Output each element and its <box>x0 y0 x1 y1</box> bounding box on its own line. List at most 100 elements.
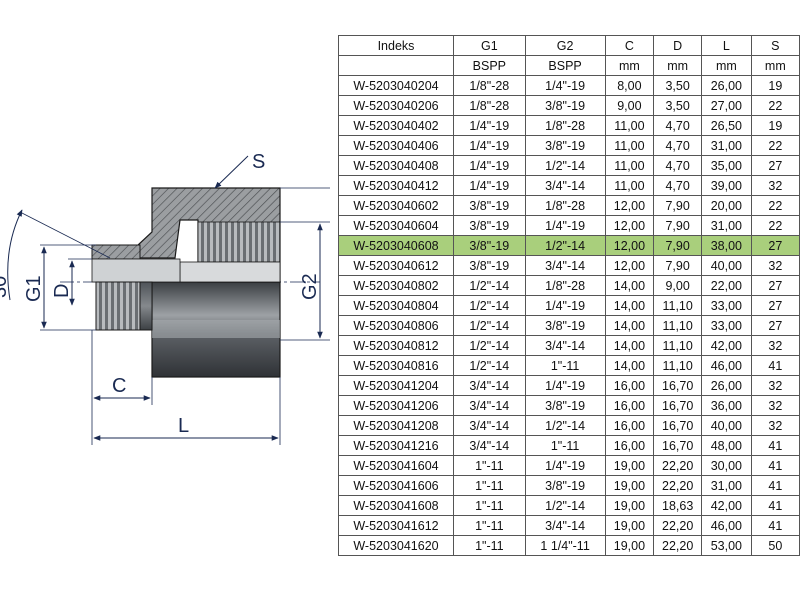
cell-s: 27 <box>750 235 800 256</box>
cell-d: 16,70 <box>653 395 703 416</box>
cell-g2: 1/4"-19 <box>524 375 606 396</box>
cell-g1: 3/8"-19 <box>452 235 526 256</box>
col-header-d: D <box>653 35 703 56</box>
cell-s: 27 <box>750 275 800 296</box>
cell-g1: 1/4"-19 <box>452 115 526 136</box>
cell-l: 31,00 <box>701 475 752 496</box>
cell-s: 22 <box>750 195 800 216</box>
male-end-section <box>91 244 141 260</box>
cell-l: 26,00 <box>701 75 752 96</box>
unit-l: mm <box>701 55 752 76</box>
cell-g2: 1/8"-28 <box>524 195 606 216</box>
cell-s: 27 <box>750 295 800 316</box>
cell-g1: 3/4"-14 <box>452 375 526 396</box>
cell-l: 36,00 <box>701 395 752 416</box>
cell-g1: 1"-11 <box>452 475 526 496</box>
cell-g2: 1/8"-28 <box>524 275 606 296</box>
cell-indeks: W-5203041620 <box>338 535 454 556</box>
cell-d: 3,50 <box>653 95 703 116</box>
cell-indeks: W-5203041216 <box>338 435 454 456</box>
cell-g2: 1/4"-19 <box>524 455 606 476</box>
cell-g2: 3/4"-14 <box>524 335 606 356</box>
cell-d: 4,70 <box>653 135 703 156</box>
angle-label: 30° <box>0 268 11 298</box>
cell-indeks: W-5203040206 <box>338 95 454 116</box>
cell-g2: 3/4"-14 <box>524 515 606 536</box>
cell-c: 12,00 <box>604 235 655 256</box>
col-header-g2: G2 <box>524 35 606 56</box>
cell-g2: 3/8"-19 <box>524 475 606 496</box>
g1-label: G1 <box>23 275 45 302</box>
cell-indeks: W-5203040806 <box>338 315 454 336</box>
cell-d: 22,20 <box>653 535 703 556</box>
cell-c: 16,00 <box>604 415 655 436</box>
cell-l: 42,00 <box>701 335 752 356</box>
col-header-g1: G1 <box>452 35 526 56</box>
cell-l: 48,00 <box>701 435 752 456</box>
cell-s: 22 <box>750 135 800 156</box>
cell-g1: 1/2"-14 <box>452 275 526 296</box>
cell-indeks: W-5203040612 <box>338 255 454 276</box>
cell-g1: 1"-11 <box>452 515 526 536</box>
l-label: L <box>178 415 189 437</box>
cell-g1: 3/4"-14 <box>452 435 526 456</box>
cell-l: 33,00 <box>701 295 752 316</box>
cell-indeks: W-5203041206 <box>338 395 454 416</box>
cell-g1: 3/8"-19 <box>452 255 526 276</box>
cell-g2: 3/8"-19 <box>524 395 606 416</box>
cell-g1: 3/4"-14 <box>452 395 526 416</box>
cell-c: 11,00 <box>604 175 655 196</box>
cell-l: 46,00 <box>701 355 752 376</box>
cell-l: 38,00 <box>701 235 752 256</box>
cell-g1: 1/2"-14 <box>452 355 526 376</box>
cell-g1: 1/2"-14 <box>452 335 526 356</box>
cell-d: 11,10 <box>653 355 703 376</box>
cell-indeks: W-5203041608 <box>338 495 454 516</box>
cell-g1: 3/4"-14 <box>452 415 526 436</box>
angle-arc <box>7 209 23 301</box>
cell-l: 39,00 <box>701 175 752 196</box>
cell-s: 32 <box>750 375 800 396</box>
cell-g2: 1/2"-14 <box>524 155 606 176</box>
cell-s: 41 <box>750 515 800 536</box>
cell-c: 14,00 <box>604 335 655 356</box>
cell-g1: 1/2"-14 <box>452 295 526 316</box>
cell-indeks: W-5203040408 <box>338 155 454 176</box>
cell-g2: 3/8"-19 <box>524 95 606 116</box>
cell-s: 32 <box>750 255 800 276</box>
cell-c: 19,00 <box>604 455 655 476</box>
cell-g1: 1/4"-19 <box>452 135 526 156</box>
cell-indeks: W-5203041606 <box>338 475 454 496</box>
col-header-s: S <box>750 35 800 56</box>
cell-g2: 1/4"-19 <box>524 215 606 236</box>
cell-c: 16,00 <box>604 395 655 416</box>
fitting-drawing: S G2 G1 D 30° C L <box>0 151 330 445</box>
cell-g2: 1/4"-19 <box>524 295 606 316</box>
header-row: Indeks G1 G2 C D L S <box>338 35 800 56</box>
s-dim-leader <box>214 155 249 189</box>
cell-d: 9,00 <box>653 275 703 296</box>
cell-indeks: W-5203041204 <box>338 375 454 396</box>
cell-indeks: W-5203041208 <box>338 415 454 436</box>
cell-d: 16,70 <box>653 415 703 436</box>
cell-indeks: W-5203040602 <box>338 195 454 216</box>
d-label: D <box>51 284 73 298</box>
cell-d: 18,63 <box>653 495 703 516</box>
cell-g2: 1"-11 <box>524 435 606 456</box>
cell-d: 11,10 <box>653 295 703 316</box>
spec-table: Indeks G1 G2 C D L S BSPP BSPP mm mm mm … <box>338 35 800 556</box>
cell-c: 14,00 <box>604 295 655 316</box>
units-row: BSPP BSPP mm mm mm mm <box>338 55 800 76</box>
cell-g2: 3/4"-14 <box>524 255 606 276</box>
cell-s: 22 <box>750 215 800 236</box>
